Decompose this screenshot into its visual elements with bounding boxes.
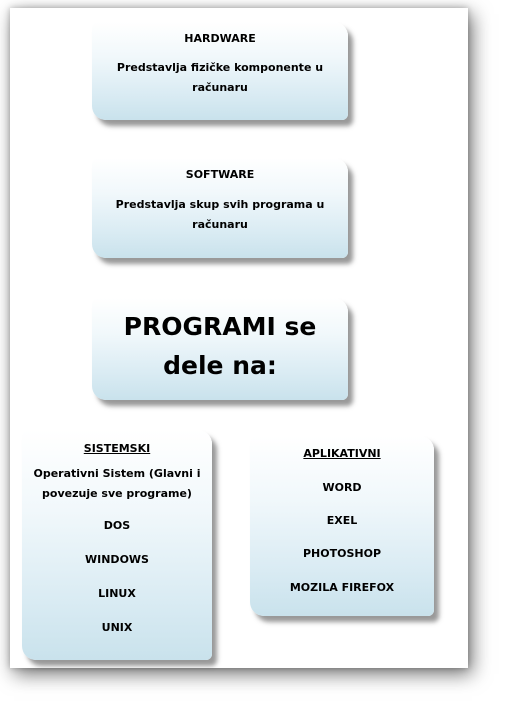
hardware-description-line1: Predstavlja fizičke komponente u	[116, 61, 324, 74]
sistemski-item-windows: WINDOWS	[85, 553, 149, 566]
aplikativni-item-mozila-firefox: MOZILA FIREFOX	[289, 581, 395, 594]
aplikativni-item-photoshop: PHOTOSHOP	[302, 547, 381, 560]
hardware-title: HARDWARE	[184, 32, 256, 45]
software-description-line1: Predstavlja skup svih programa u	[115, 198, 325, 211]
sistemski-title: SISTEMSKI	[83, 442, 151, 455]
sistemski-item-unix: UNIX	[101, 621, 133, 634]
aplikativni-box: APLIKATIVNI WORD EXEL PHOTOSHOP MOZILA F…	[250, 436, 434, 616]
programi-heading-line1: PROGRAMI se	[123, 312, 317, 341]
sistemski-description-line1: Operativni Sistem (Glavni i	[33, 467, 201, 480]
programi-heading-line2: dele na:	[163, 351, 277, 380]
software-box: SOFTWARE Predstavlja skup svih programa …	[92, 158, 348, 258]
software-description-line2: računaru	[192, 218, 248, 231]
sistemski-item-dos: DOS	[103, 519, 131, 532]
hardware-box: HARDWARE Predstavlja fizičke komponente …	[92, 22, 348, 120]
sistemski-box: SISTEMSKI Operativni Sistem (Glavni i po…	[22, 430, 212, 660]
aplikativni-item-word: WORD	[322, 481, 362, 494]
sistemski-item-linux: LINUX	[98, 587, 136, 600]
sistemski-description-line2: povezuje sve programe)	[42, 487, 192, 500]
hardware-description-line2: računaru	[192, 81, 248, 94]
aplikativni-item-exel: EXEL	[326, 514, 358, 527]
programi-box: PROGRAMI se dele na:	[92, 298, 348, 400]
aplikativni-title: APLIKATIVNI	[303, 447, 381, 460]
software-title: SOFTWARE	[185, 168, 255, 181]
